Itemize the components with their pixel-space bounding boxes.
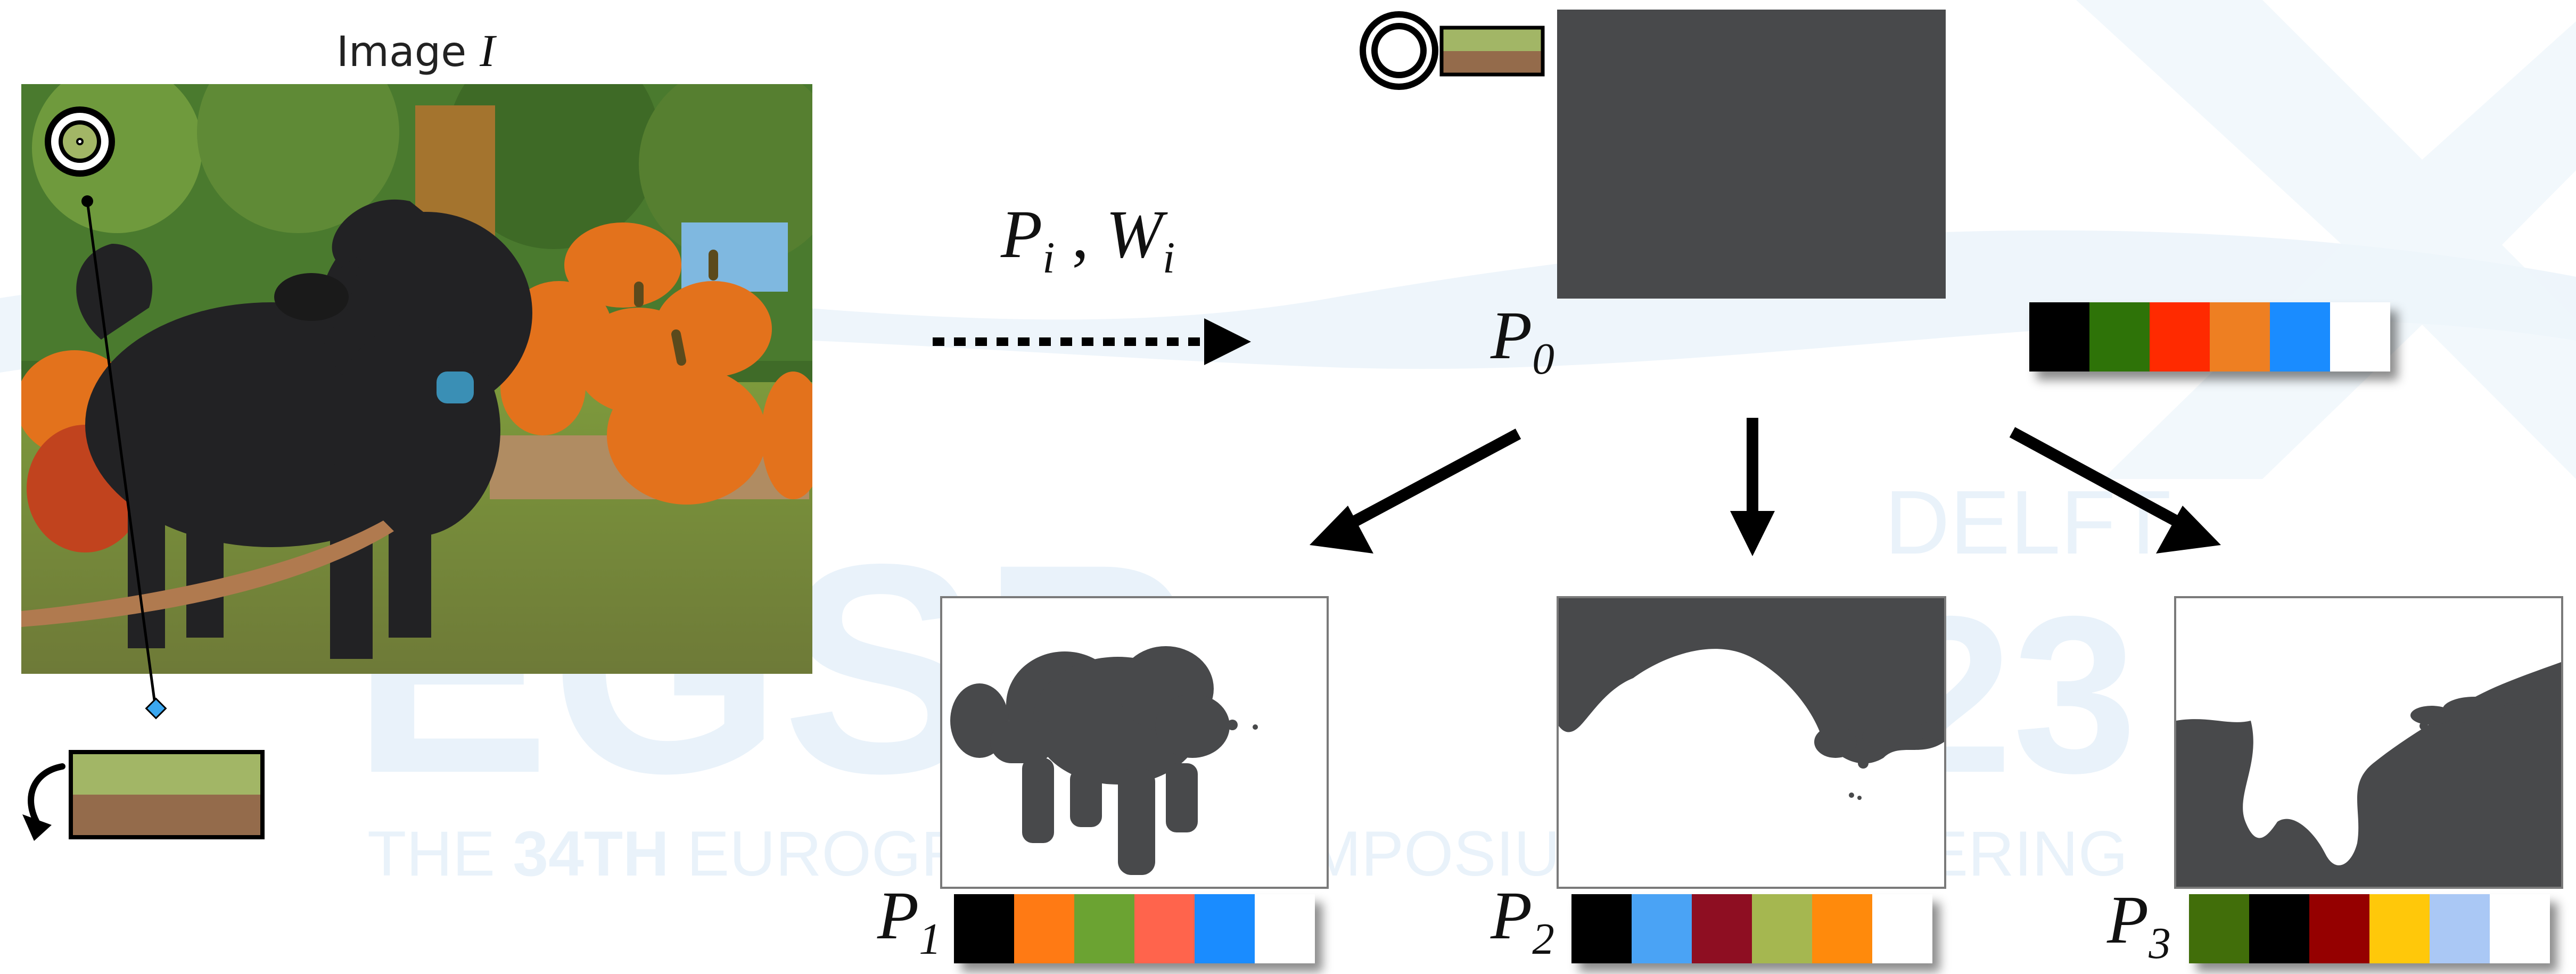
picked-color-swatch bbox=[69, 750, 265, 839]
label-w: W bbox=[1106, 196, 1163, 272]
p1-swatch-1 bbox=[1014, 894, 1074, 963]
image-caption: Image I bbox=[336, 21, 495, 80]
p2-palette bbox=[1571, 894, 1932, 963]
arrow-to-p3 bbox=[2009, 427, 2221, 554]
p2-swatch-1 bbox=[1632, 894, 1692, 963]
p2-label: P2 bbox=[1491, 878, 1554, 964]
arrow-label: Pi , Wi bbox=[1001, 196, 1175, 283]
p1-mask bbox=[940, 596, 1329, 889]
label-w-sub: i bbox=[1162, 233, 1175, 283]
p2-swatch-2 bbox=[1692, 894, 1752, 963]
dotted-arrow bbox=[933, 318, 1251, 365]
p1-swatch-2 bbox=[1074, 894, 1134, 963]
p3-swatch-0 bbox=[2189, 894, 2249, 963]
p3-swatch-3 bbox=[2369, 894, 2430, 963]
image-caption-prefix: Image bbox=[336, 28, 480, 76]
p1-swatch-3 bbox=[1134, 894, 1195, 963]
p2-swatch-5 bbox=[1872, 894, 1932, 963]
arrow-to-p1 bbox=[1310, 428, 1521, 554]
p0-marker-icon bbox=[1360, 11, 1545, 90]
label-p: P bbox=[1001, 196, 1043, 272]
p3-mask bbox=[2174, 596, 2563, 889]
p3-palette bbox=[2189, 894, 2550, 963]
p2-swatch-3 bbox=[1752, 894, 1812, 963]
p0-swatch-5 bbox=[2330, 302, 2390, 372]
p1-palette bbox=[954, 894, 1315, 963]
p3-swatch-4 bbox=[2430, 894, 2490, 963]
label-sep: , bbox=[1055, 196, 1106, 272]
p3-swatch-1 bbox=[2249, 894, 2309, 963]
image-caption-var: I bbox=[480, 25, 495, 76]
p2-swatch-4 bbox=[1812, 894, 1872, 963]
p3-swatch-5 bbox=[2490, 894, 2550, 963]
p3-swatch-2 bbox=[2309, 894, 2369, 963]
p1-swatch-4 bbox=[1195, 894, 1255, 963]
p0-palette bbox=[2029, 302, 2390, 372]
p0-mask bbox=[1557, 10, 1946, 299]
input-photo bbox=[21, 84, 812, 674]
p0-swatch-1 bbox=[2089, 302, 2150, 372]
p0-swatch-0 bbox=[2029, 302, 2089, 372]
arrow-to-p2 bbox=[1730, 418, 1775, 556]
p0-swatch-3 bbox=[2210, 302, 2270, 372]
p3-label: P3 bbox=[2107, 882, 2171, 968]
p1-label: P1 bbox=[877, 878, 941, 964]
p0-swatch-2 bbox=[2150, 302, 2210, 372]
p2-mask bbox=[1557, 596, 1946, 889]
rotate-arrow-icon bbox=[22, 763, 65, 841]
p0-swatch-4 bbox=[2270, 302, 2330, 372]
p0-label: P0 bbox=[1491, 298, 1554, 384]
label-p-sub: i bbox=[1042, 233, 1055, 283]
p1-swatch-0 bbox=[954, 894, 1014, 963]
p2-swatch-0 bbox=[1571, 894, 1632, 963]
p1-swatch-5 bbox=[1255, 894, 1315, 963]
